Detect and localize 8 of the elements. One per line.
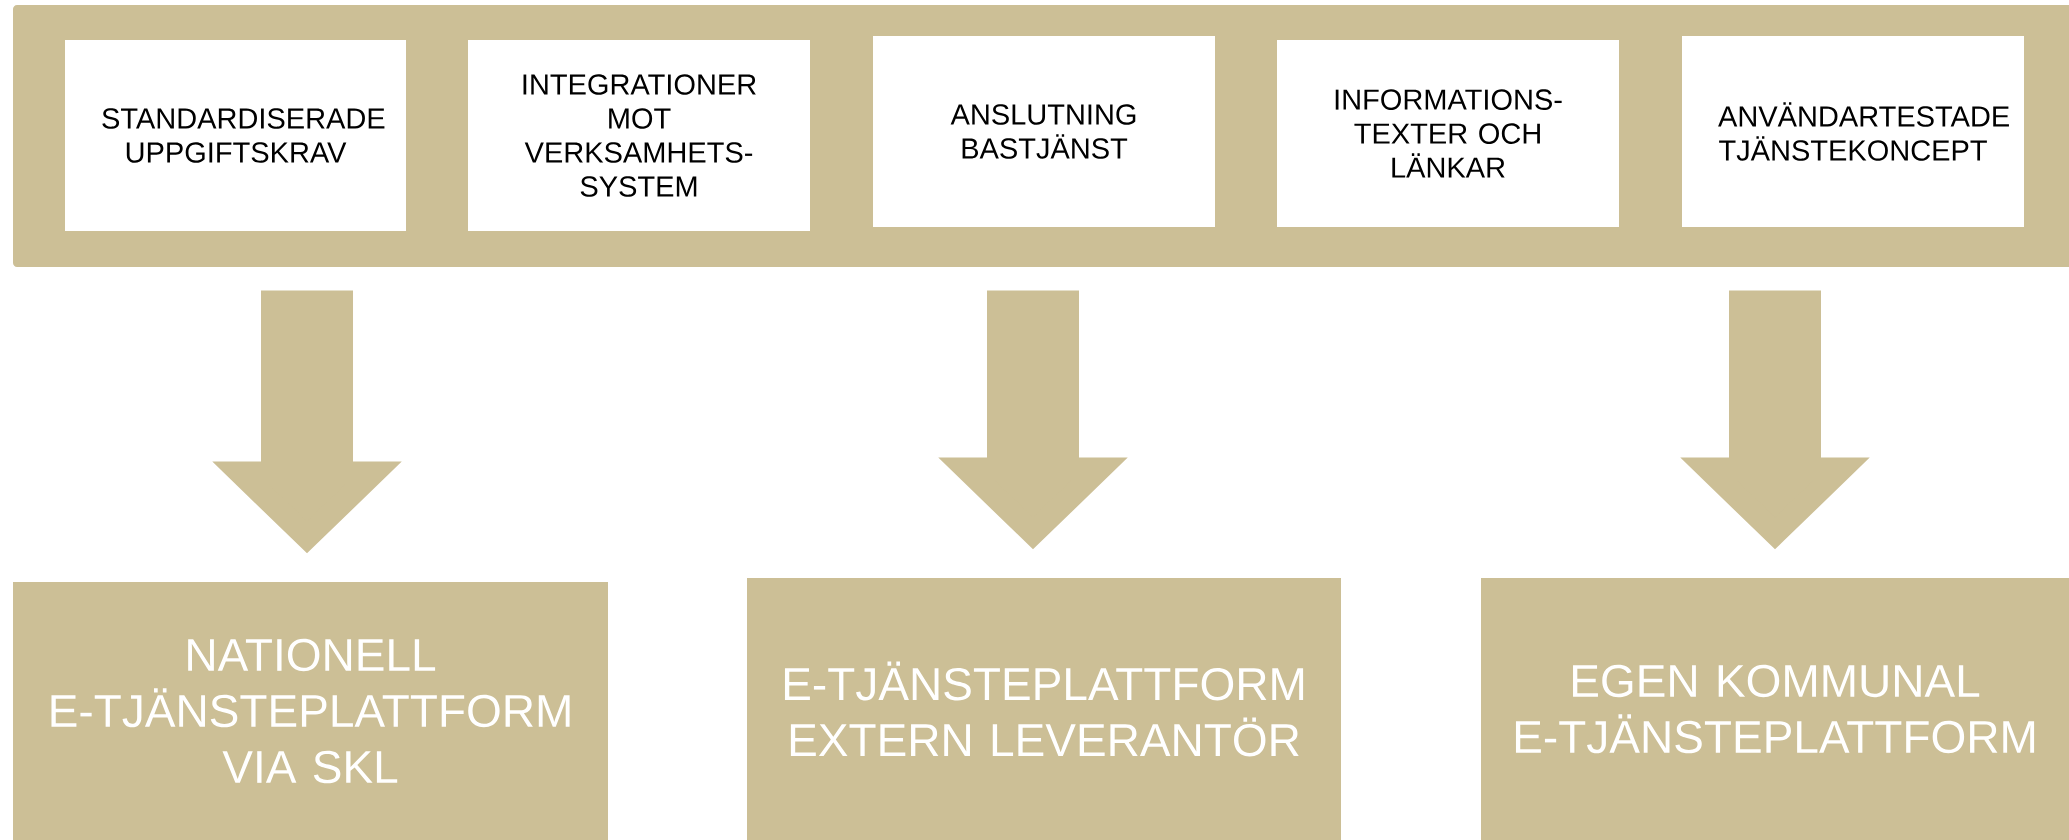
card: INTEGRATIONER MOT VERKSAMHETS-SYSTEM [468, 40, 810, 231]
card: STANDARDISERADE UPPGIFTSKRAV [65, 40, 406, 231]
platform-box: E-TJÄNSTEPLATTFORM EXTERN LEVERANTÖR [747, 578, 1341, 840]
card: ANVÄNDARTESTADE TJÄNSTEKONCEPT [1682, 36, 2024, 227]
platform-box: EGEN KOMMUNAL E-TJÄNSTEPLATTFORM [1481, 578, 2069, 840]
card: ANSLUTNING BASTJÄNST [873, 36, 1215, 227]
platform-box: NATIONELL E-TJÄNSTEPLATTFORM VIA SKL [13, 582, 608, 840]
card: INFORMATIONS-TEXTER OCH LÄNKAR [1277, 40, 1619, 227]
